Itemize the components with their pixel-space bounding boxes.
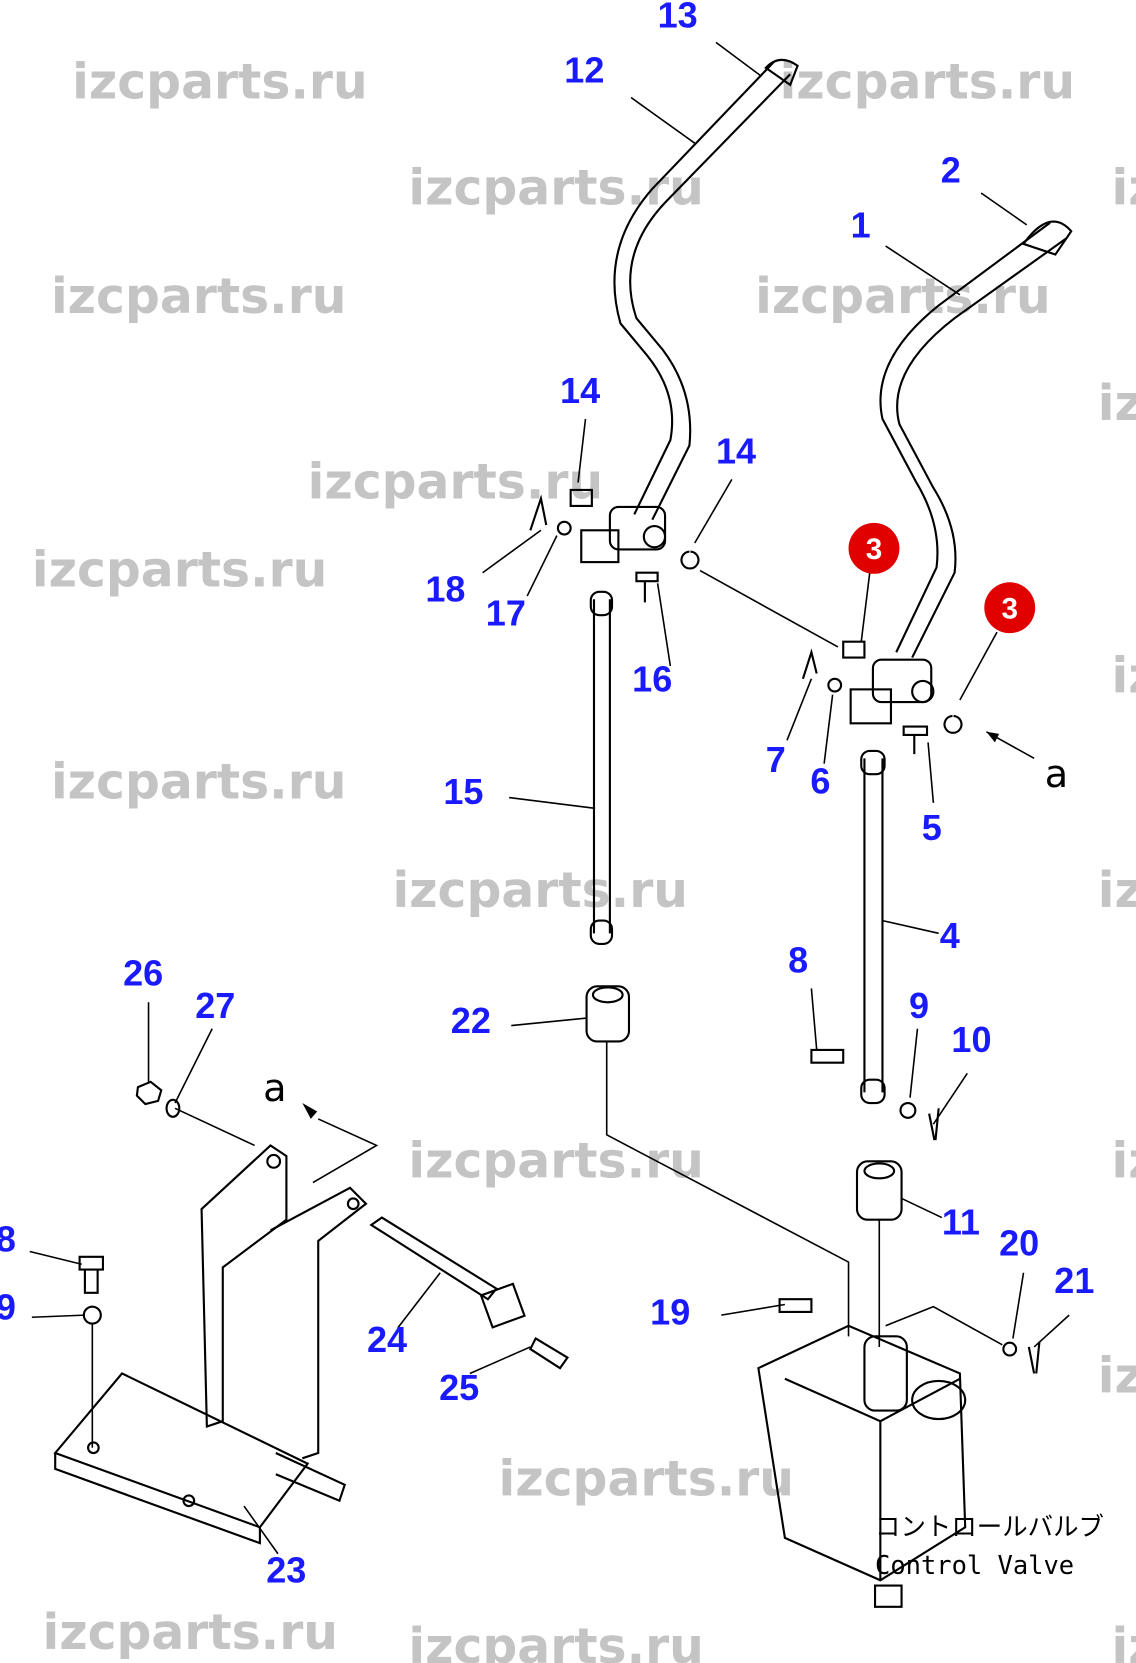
callout-label: 23	[266, 1549, 306, 1590]
callout-label: 5	[922, 807, 942, 848]
caption-japanese: コントロールバルブ	[875, 1513, 1104, 1543]
callout-label: 19	[650, 1292, 690, 1333]
callout-label: 26	[123, 952, 163, 993]
callout-label: 4	[940, 915, 960, 956]
watermark: izcparts.ru	[1098, 862, 1136, 919]
highlight-badge	[984, 582, 1036, 634]
callout-label: 17	[486, 593, 526, 634]
callout-label: 20	[999, 1223, 1039, 1264]
watermark: izcparts.ru	[392, 862, 688, 919]
highlight-badge	[848, 522, 900, 574]
watermark: izcparts.ru	[408, 160, 704, 217]
callout-label: 6	[810, 760, 830, 801]
watermark: izcparts.ru	[42, 1604, 338, 1661]
watermark: izcparts.ru	[408, 1618, 704, 1663]
callout-label: 13	[658, 0, 698, 36]
watermark: izcparts.ru	[32, 542, 328, 599]
callout-label: 21	[1054, 1260, 1094, 1301]
callout-label: 27	[195, 985, 235, 1026]
view-marker-a-2: a	[263, 1067, 286, 1111]
lever-left	[529, 58, 799, 603]
watermark: izcparts.ru	[1112, 648, 1136, 705]
watermark: izcparts.ru	[308, 453, 604, 510]
callout-label: 1	[851, 205, 871, 246]
leader-lines	[29, 41, 1070, 1555]
control-valve	[757, 1298, 1041, 1608]
highlight-badge-number: 3	[866, 533, 883, 566]
watermark: izcparts.ru	[1112, 160, 1136, 217]
callout-label: 8	[0, 1218, 16, 1259]
watermarks: izcparts.ru izcparts.ru izcparts.ru izcpart…	[32, 54, 1136, 1663]
lever-right	[699, 220, 1073, 760]
callout-label: 10	[951, 1019, 991, 1060]
callout-label: 12	[564, 50, 604, 91]
callout-label: 2	[941, 149, 961, 190]
callout-label: 18	[425, 568, 465, 609]
watermark: izcparts.ru	[72, 54, 368, 111]
view-marker-a: a	[1045, 753, 1068, 797]
callout-label: 14	[560, 370, 600, 411]
watermark: izcparts.ru	[780, 54, 1076, 111]
watermark: izcparts.ru	[408, 1132, 704, 1189]
watermark: izcparts.ru	[499, 1450, 795, 1507]
callout-label: 15	[443, 771, 483, 812]
callout-label: 7	[766, 739, 786, 780]
caption-english: Control Valve	[875, 1551, 1074, 1581]
callout-label: 22	[451, 1000, 491, 1041]
watermark: izcparts.ru	[1112, 1132, 1136, 1189]
callout-label: 8	[788, 940, 808, 981]
callout-label: 14	[716, 430, 756, 471]
highlight-badge-number: 3	[1001, 592, 1018, 625]
watermark: izcparts.ru	[755, 268, 1051, 325]
boots	[585, 985, 903, 1347]
bracket	[53, 1080, 569, 1545]
callout-label: 11	[942, 1202, 980, 1243]
watermark: izcparts.ru	[1098, 1348, 1136, 1405]
rods	[589, 590, 940, 1141]
callout-label: 25	[439, 1367, 479, 1408]
watermark: izcparts.ru	[51, 268, 347, 325]
callout-label: 9	[909, 985, 929, 1026]
highlighted-callouts: 33	[848, 522, 1036, 634]
callout-label: 24	[367, 1319, 407, 1360]
callout-label: 16	[632, 659, 672, 700]
watermark: izcparts.ru	[1098, 375, 1136, 432]
watermark: izcparts.ru	[51, 754, 347, 811]
watermark: izcparts.ru	[1112, 1618, 1136, 1663]
callout-label: 9	[0, 1286, 16, 1327]
